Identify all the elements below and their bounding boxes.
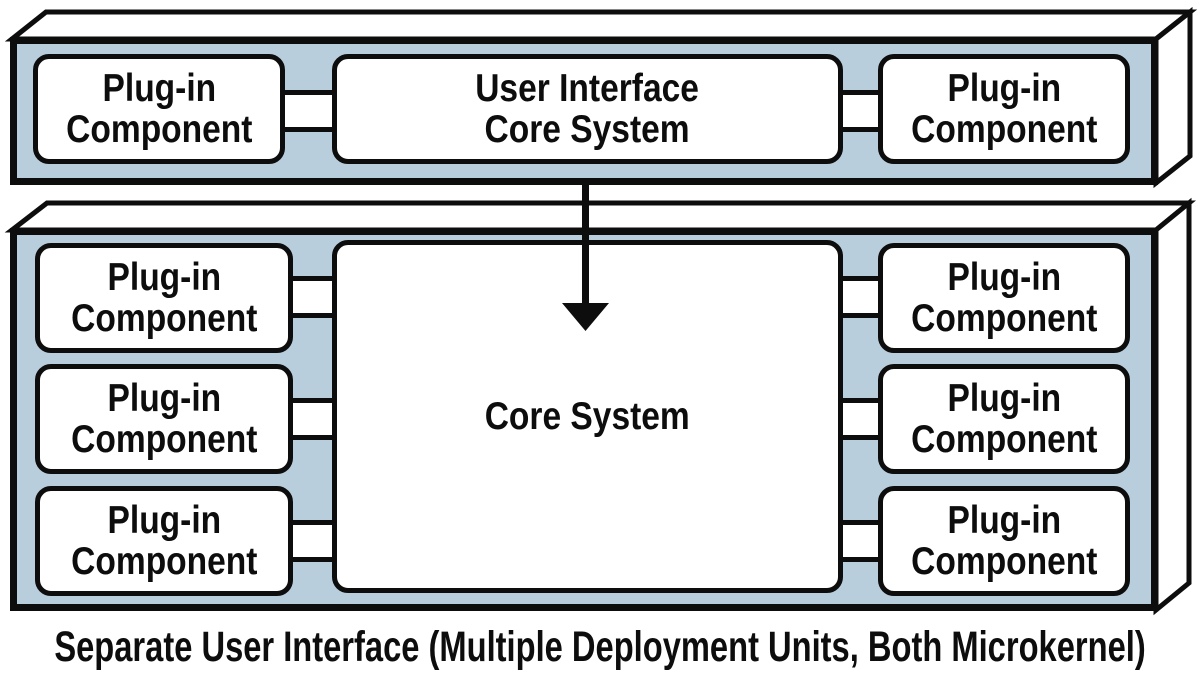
diagram-caption-text: Separate User Interface (Multiple Deploy… — [54, 622, 1146, 671]
diagram-caption: Separate User Interface (Multiple Deploy… — [0, 612, 1200, 682]
core-system-box: Core System — [332, 240, 843, 593]
core-system-label: Core System — [484, 395, 691, 438]
